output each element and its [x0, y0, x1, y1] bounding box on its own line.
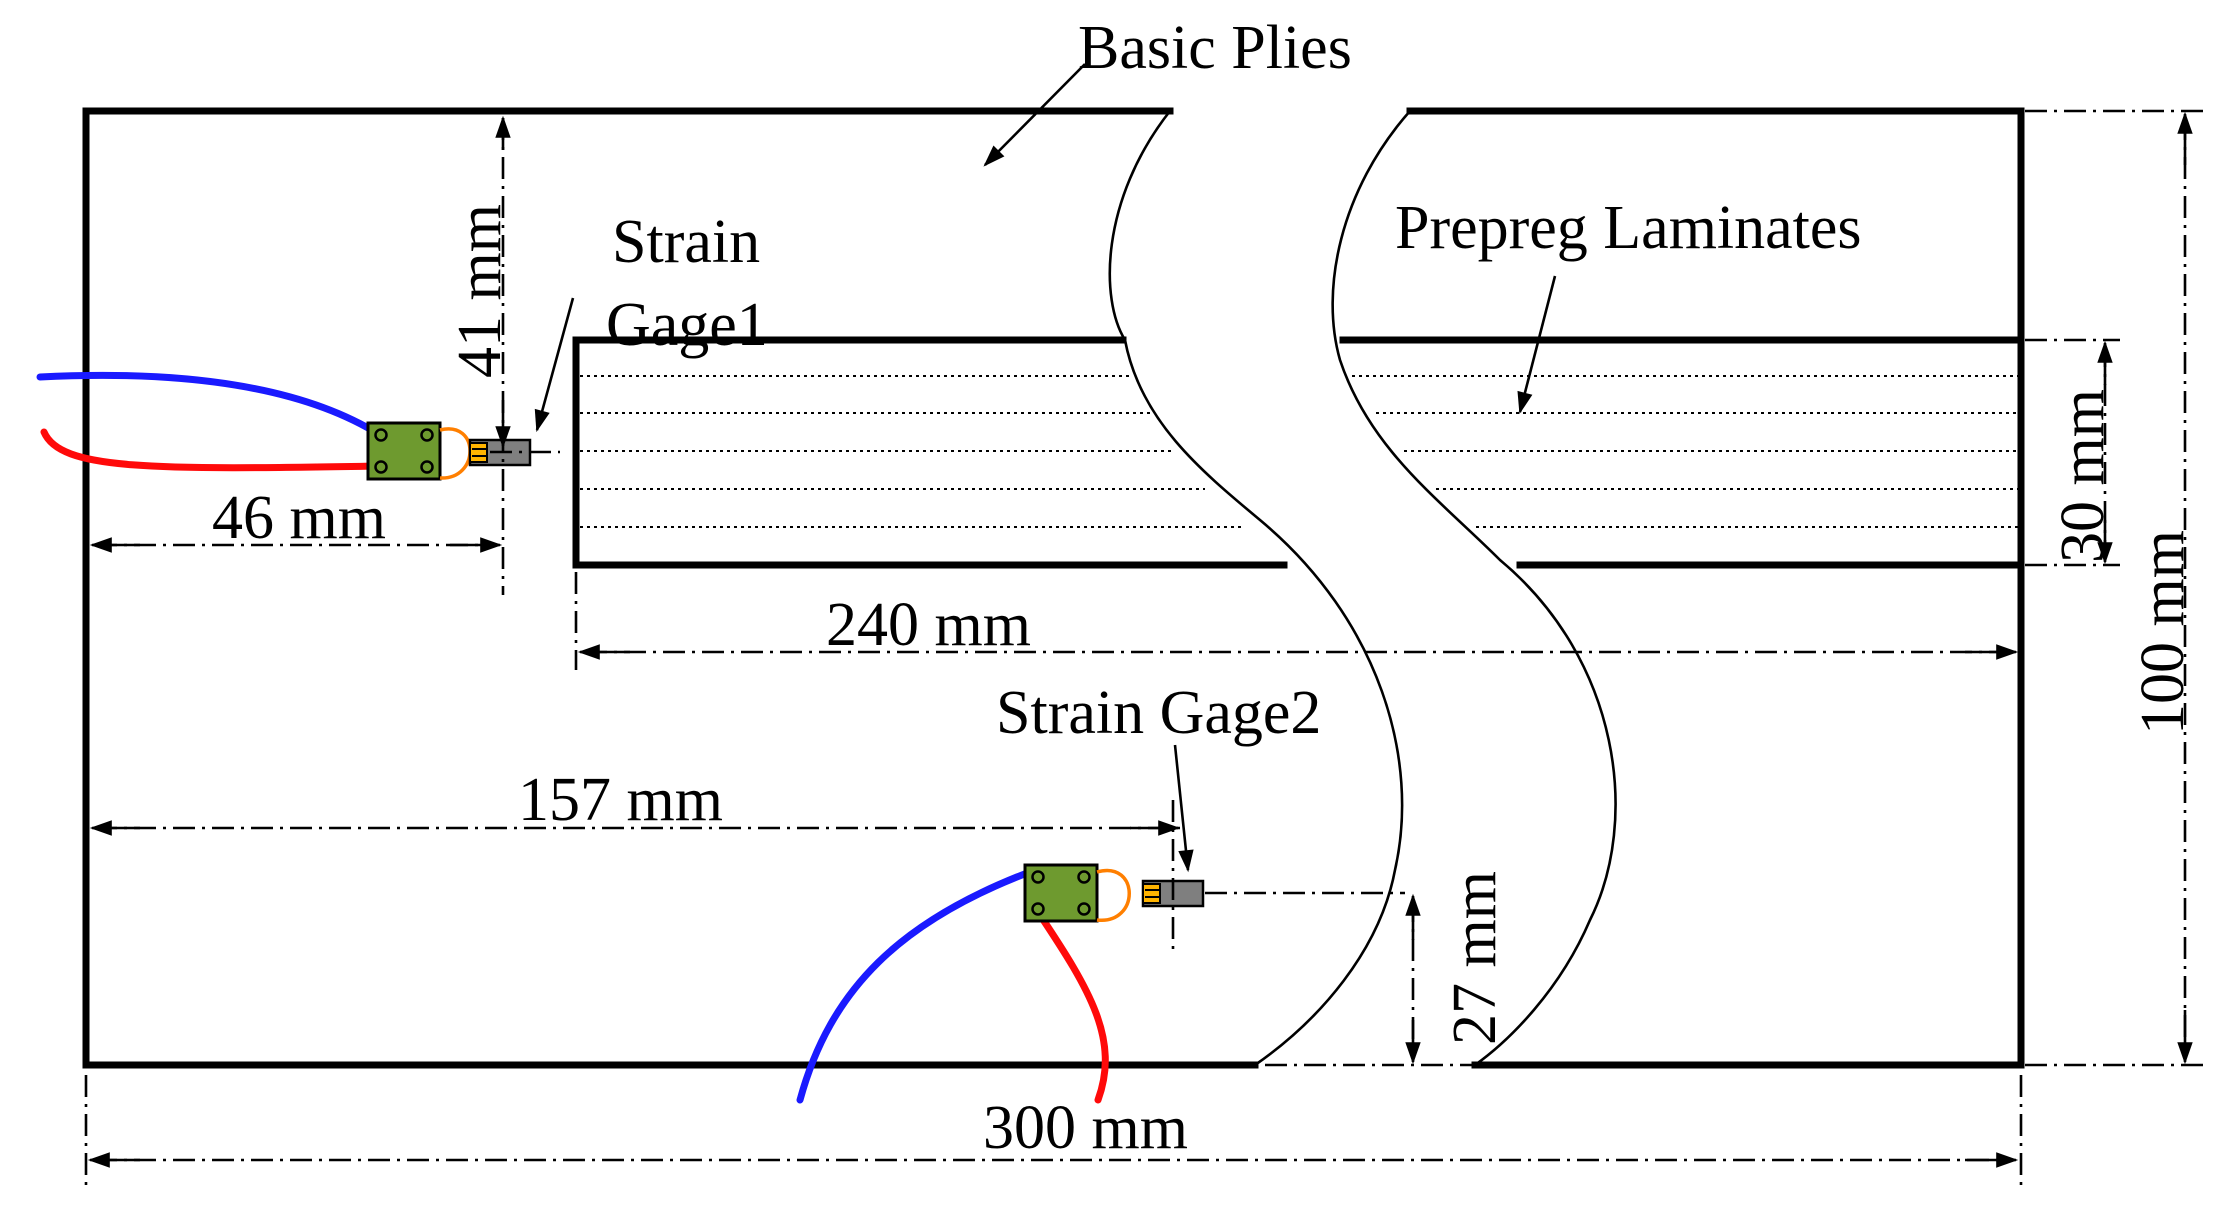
prepreg-laminates-label: Prepreg Laminates [1395, 194, 1862, 262]
prepreg-laminates-strip [572, 336, 2025, 569]
strain-gage-1 [36, 371, 532, 481]
strain-gage1-label-line1: Strain [612, 208, 760, 276]
dim-30mm-label: 30 mm [2049, 389, 2117, 563]
dim-27mm-label: 27 mm [1441, 871, 1509, 1045]
dimension-lines [84, 109, 2210, 1190]
dim-157mm-label: 157 mm [518, 766, 723, 834]
dim-100mm-label: 100 mm [2129, 530, 2197, 735]
break-curve-right [1331, 110, 1617, 1067]
gage2-leader [1173, 744, 1194, 873]
gage1-leader [534, 297, 575, 433]
gage2-jumper [1096, 868, 1131, 922]
gage2-blue-wire [796, 866, 1039, 1104]
basic-plies-panel [82, 107, 2025, 1069]
strain-gage2-label: Strain Gage2 [996, 679, 1321, 747]
gage2-red-wire [1036, 911, 1109, 1104]
dim-240mm-label: 240 mm [826, 591, 1031, 659]
prepreg-ply-lines [580, 375, 2018, 528]
gage1-jumper [439, 427, 472, 480]
basic-plies-leader [983, 63, 1086, 167]
gage2-solder-tab [1023, 863, 1099, 923]
basic-plies-label: Basic Plies [1078, 14, 1352, 82]
dim-300mm-label: 300 mm [983, 1094, 1188, 1162]
gage1-solder-tab [366, 421, 442, 481]
dim-41mm-label: 41 mm [446, 204, 514, 378]
prepreg-leader [1517, 275, 1557, 415]
dim-46mm-label: 46 mm [212, 484, 386, 552]
strain-gage1-label-line2: Gage1 [606, 291, 768, 359]
break-curve-left [1108, 110, 1404, 1067]
gage1-red-wire [40, 428, 384, 472]
panel-right-outline [1406, 107, 2025, 1069]
gage1-blue-wire [36, 371, 384, 439]
panel-left-outline [82, 107, 1259, 1069]
